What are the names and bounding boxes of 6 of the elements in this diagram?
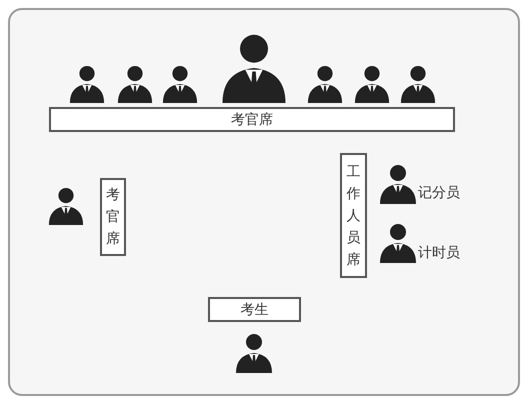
role-label: 计时员: [418, 244, 460, 262]
examiner-table: 考官席: [49, 107, 455, 132]
examiner-table: 考官席: [100, 178, 126, 256]
staff-table: 工作人员席: [340, 153, 367, 278]
candidate-desk: 考生: [208, 297, 301, 322]
role-label: 记分员: [418, 184, 460, 202]
